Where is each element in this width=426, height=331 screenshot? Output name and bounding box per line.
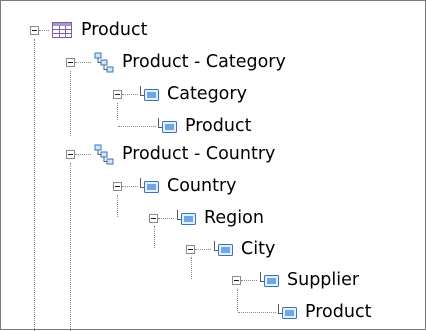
tree-connector (241, 280, 257, 281)
tree-node-region[interactable]: Region (1, 207, 426, 237)
tree-line (117, 195, 118, 217)
tree-node-product-country[interactable]: Product - Country (1, 143, 426, 173)
tree-node-country[interactable]: Country (1, 175, 426, 205)
tree-connector (158, 218, 174, 219)
tree-node-product-leaf[interactable]: Product (1, 115, 426, 145)
hierarchy-icon (93, 143, 115, 165)
tree-node-label: City (241, 239, 276, 259)
level-icon (213, 238, 235, 260)
tree-connector (75, 154, 91, 155)
tree-node-label: Product (305, 302, 372, 322)
tree-node-label: Product (185, 116, 252, 136)
level-icon (277, 301, 299, 323)
tree-connector (75, 62, 91, 63)
tree-node-label: Region (204, 208, 264, 228)
collapse-toggle-icon[interactable] (30, 26, 39, 35)
tree-node-category[interactable]: Category (1, 83, 426, 113)
tree-connector (39, 30, 49, 31)
collapse-toggle-icon[interactable] (149, 214, 158, 223)
table-icon (51, 19, 73, 41)
tree-connector (195, 249, 211, 250)
level-icon (259, 269, 281, 291)
tree-node-label: Supplier (287, 270, 360, 290)
tree-line (237, 289, 238, 311)
collapse-toggle-icon[interactable] (113, 182, 122, 191)
tree-line (191, 257, 192, 279)
collapse-toggle-icon[interactable] (66, 58, 75, 67)
tree-node-product-supplier-leaf[interactable]: Product (1, 301, 426, 331)
tree-connector (118, 126, 156, 127)
collapse-toggle-icon[interactable] (113, 90, 122, 99)
collapse-toggle-icon[interactable] (232, 276, 241, 285)
tree-line (70, 163, 71, 331)
tree-node-label: Product - Country (122, 144, 276, 164)
tree-node-supplier[interactable]: Supplier (1, 269, 426, 299)
level-icon (139, 175, 161, 197)
tree-node-city[interactable]: City (1, 238, 426, 268)
collapse-toggle-icon[interactable] (66, 150, 75, 159)
tree-line (70, 71, 71, 136)
level-icon (176, 207, 198, 229)
level-icon (139, 83, 161, 105)
tree-line (117, 103, 118, 120)
tree-connector (122, 186, 138, 187)
tree-node-label: Product (81, 20, 148, 40)
tree-node-product-table[interactable]: Product (1, 19, 426, 49)
tree-line (34, 39, 35, 331)
level-icon (157, 115, 179, 137)
tree-connector (238, 312, 276, 313)
tree-node-label: Category (167, 84, 247, 104)
collapse-toggle-icon[interactable] (186, 245, 195, 254)
hierarchy-icon (93, 51, 115, 73)
tree-node-label: Country (167, 176, 237, 196)
tree-node-product-category[interactable]: Product - Category (1, 51, 426, 81)
tree-node-label: Product - Category (122, 52, 286, 72)
tree-connector (122, 94, 138, 95)
tree-line (154, 226, 155, 248)
